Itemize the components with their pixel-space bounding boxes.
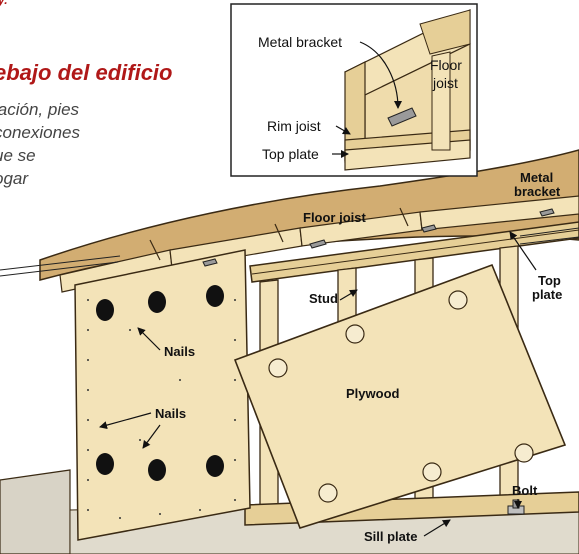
label-metal-bracket-2: bracket — [514, 184, 561, 199]
label-stud: Stud — [309, 291, 338, 306]
label-nails-2: Nails — [155, 406, 186, 421]
label-sill-plate: Sill plate — [364, 529, 417, 544]
inset-label-rim-joist: Rim joist — [267, 118, 321, 134]
label-top-plate-1: Top — [538, 273, 561, 288]
label-nails-1: Nails — [164, 344, 195, 359]
article-subtext-line: conexiones — [0, 123, 81, 142]
top-plate-seam — [251, 229, 579, 275]
wire-lines — [0, 227, 579, 277]
plywood-sheet-tilted — [233, 263, 567, 529]
inset-label-floor-2: joist — [432, 75, 458, 91]
article-subtext-line: ogar — [0, 169, 29, 188]
article-top-fragment: y. — [0, 0, 8, 7]
label-metal-bracket-1: Metal — [520, 170, 553, 185]
label-bolt: Bolt — [512, 483, 538, 498]
article-heading: ebajo del edificio — [0, 60, 173, 85]
floor-joists — [59, 195, 579, 293]
inset-label-floor-1: Floor — [430, 57, 462, 73]
label-plywood: Plywood — [346, 386, 400, 401]
label-floor-joist: Floor joist — [303, 210, 367, 225]
label-top-plate-2: plate — [532, 287, 562, 302]
main-callouts: Metal bracket Floor joist Top plate Stud… — [99, 170, 562, 544]
metal-brackets — [202, 208, 555, 267]
inset-label-metal-bracket: Metal bracket — [258, 34, 342, 50]
article-subtext-line: ue se — [0, 146, 36, 165]
foundation-wall — [0, 469, 71, 554]
installed-plywood-sheet — [74, 249, 251, 541]
article-subtext: lación, pies conexiones ue se ogar — [0, 98, 164, 190]
inset-label-top-plate: Top plate — [262, 146, 319, 162]
article-subtext-line: lación, pies — [0, 100, 80, 119]
detail-inset: Metal bracket Floor joist Rim joist Top … — [230, 3, 478, 177]
